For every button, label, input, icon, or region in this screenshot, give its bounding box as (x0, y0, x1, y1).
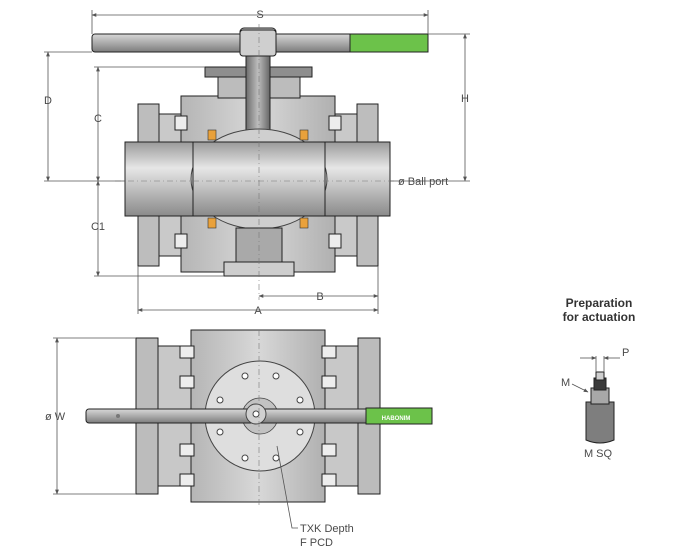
dim-b: B (316, 291, 323, 303)
dim-w: ø W (45, 411, 66, 423)
callout-line2: F PCD (300, 537, 333, 549)
callout-line1: TXK Depth (300, 523, 354, 535)
top-lever-grip (365, 407, 433, 425)
top-dimensions: ø W TXK Depth F PCD (45, 337, 354, 549)
brand-label: HABONIM (382, 416, 411, 422)
dim-c: C (94, 113, 102, 125)
prep-title-2: for actuation (563, 310, 636, 324)
dim-m: M (561, 377, 570, 389)
stem (245, 51, 271, 141)
top-view: HABONIM (85, 329, 433, 505)
dim-a: A (254, 305, 262, 317)
prep-title-1: Preparation (566, 296, 633, 310)
prep-detail: Preparation for actuation P M M SQ (561, 296, 635, 460)
seal (207, 129, 217, 141)
dim-ball-port: ø Ball port (398, 176, 448, 188)
dim-p: P (622, 347, 629, 359)
dim-d: D (44, 95, 52, 107)
dim-c1: C1 (91, 221, 105, 233)
lever-grip (349, 33, 429, 53)
dim-s: S (256, 9, 263, 21)
lever-handle (91, 33, 363, 53)
front-dimensions: S H D C C1 ø Ball port B A (44, 9, 470, 317)
dim-msq: M SQ (584, 448, 613, 460)
top-lever (85, 408, 377, 424)
dim-h: H (461, 93, 469, 105)
front-view (91, 24, 429, 300)
